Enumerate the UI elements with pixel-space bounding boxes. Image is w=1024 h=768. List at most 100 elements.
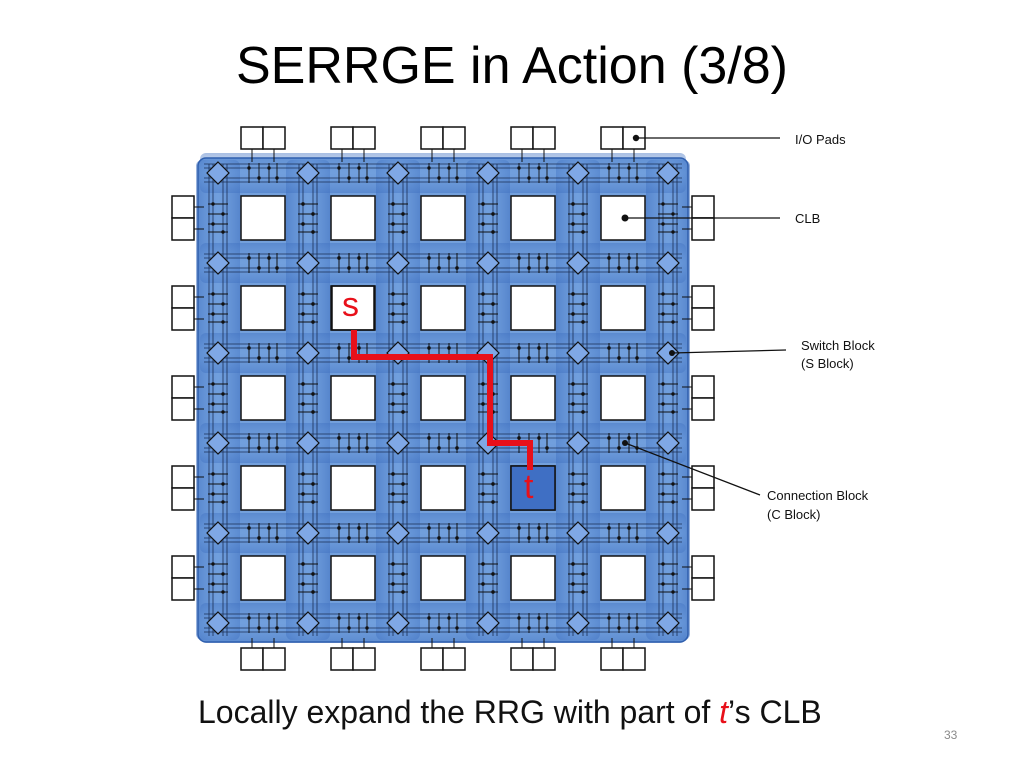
connection-point xyxy=(247,256,251,260)
io-pad-pair xyxy=(240,126,286,150)
connection-point xyxy=(607,436,611,440)
fabric-row-band xyxy=(200,243,686,283)
connection-point xyxy=(247,346,251,350)
connection-point xyxy=(427,346,431,350)
clb-block xyxy=(510,555,556,601)
fabric-border xyxy=(197,157,689,643)
connection-point xyxy=(357,436,361,440)
connection-point xyxy=(301,292,305,296)
connection-point xyxy=(391,292,395,296)
io-pad-pair xyxy=(691,285,715,331)
connection-point xyxy=(401,230,405,234)
connection-point xyxy=(635,176,639,180)
connection-point xyxy=(275,356,279,360)
connection-point xyxy=(491,500,495,504)
page-number: 33 xyxy=(944,728,958,742)
fabric-row-band xyxy=(200,423,686,463)
connection-point xyxy=(257,176,261,180)
clb-block xyxy=(420,555,466,601)
connection-point xyxy=(481,472,485,476)
io-pad xyxy=(442,647,466,671)
connection-point xyxy=(545,536,549,540)
switch-block-icon xyxy=(566,161,590,185)
io-pad xyxy=(420,126,444,150)
connection-point xyxy=(221,212,225,216)
io-pad xyxy=(171,555,195,579)
connection-point xyxy=(537,346,541,350)
connection-point xyxy=(481,382,485,386)
connection-point xyxy=(365,626,369,630)
connection-point xyxy=(671,500,675,504)
connection-block-label-line2: (C Block) xyxy=(767,507,821,522)
fabric-row-band xyxy=(200,153,686,193)
switch-block-icon xyxy=(296,431,320,455)
connection-point xyxy=(671,410,675,414)
connection-point xyxy=(617,446,621,450)
connection-point xyxy=(311,500,315,504)
clb-block xyxy=(240,555,286,601)
connection-point xyxy=(301,222,305,226)
connection-point xyxy=(661,292,665,296)
target-clb-block xyxy=(510,465,556,511)
connection-point xyxy=(211,402,215,406)
connection-point xyxy=(365,446,369,450)
connection-point xyxy=(517,166,521,170)
connection-point xyxy=(401,590,405,594)
connection-point xyxy=(527,536,531,540)
connection-point xyxy=(661,202,665,206)
io-pad xyxy=(510,647,534,671)
connection-point xyxy=(481,312,485,316)
caption-text-before: Locally expand the RRG with part of xyxy=(198,694,720,730)
connection-point xyxy=(545,176,549,180)
connection-point xyxy=(391,222,395,226)
io-pad xyxy=(171,285,195,309)
connection-point xyxy=(437,626,441,630)
connection-point xyxy=(617,176,621,180)
connection-point xyxy=(517,436,521,440)
connection-point xyxy=(337,166,341,170)
slide-title: SERRGE in Action (3/8) xyxy=(236,37,788,95)
connection-point xyxy=(607,256,611,260)
connection-point xyxy=(347,176,351,180)
connection-point xyxy=(491,482,495,486)
connection-point xyxy=(661,382,665,386)
connection-point xyxy=(267,256,271,260)
clb-block xyxy=(330,375,376,421)
connection-point xyxy=(401,320,405,324)
target-pin-label: t xyxy=(524,468,534,506)
io-pad-pair xyxy=(171,375,195,421)
connection-point xyxy=(337,256,341,260)
io-pad xyxy=(171,217,195,241)
connection-point xyxy=(267,166,271,170)
io-pad xyxy=(171,487,195,511)
io-pad-pair xyxy=(600,647,646,671)
connection-point xyxy=(571,582,575,586)
connection-point xyxy=(391,472,395,476)
io-pad xyxy=(171,195,195,219)
connection-point xyxy=(617,536,621,540)
connection-point xyxy=(275,266,279,270)
connection-point xyxy=(221,590,225,594)
clb-block xyxy=(240,195,286,241)
io-pad xyxy=(691,217,715,241)
switch-blocks xyxy=(206,161,680,635)
switch-block-callout-line xyxy=(671,349,787,354)
connection-point xyxy=(311,572,315,576)
connection-point xyxy=(627,256,631,260)
connection-point xyxy=(301,382,305,386)
connection-point xyxy=(337,346,341,350)
switch-block-icon xyxy=(386,431,410,455)
connection-point xyxy=(347,446,351,450)
connection-point xyxy=(627,616,631,620)
io-pad xyxy=(171,577,195,601)
connection-point xyxy=(211,312,215,316)
connection-point xyxy=(337,526,341,530)
connection-point xyxy=(221,230,225,234)
io-pad xyxy=(691,487,715,511)
io-pad xyxy=(352,126,376,150)
io-pad xyxy=(442,126,466,150)
connection-point xyxy=(391,492,395,496)
connection-point xyxy=(455,266,459,270)
connection-point xyxy=(537,616,541,620)
connection-point xyxy=(311,230,315,234)
